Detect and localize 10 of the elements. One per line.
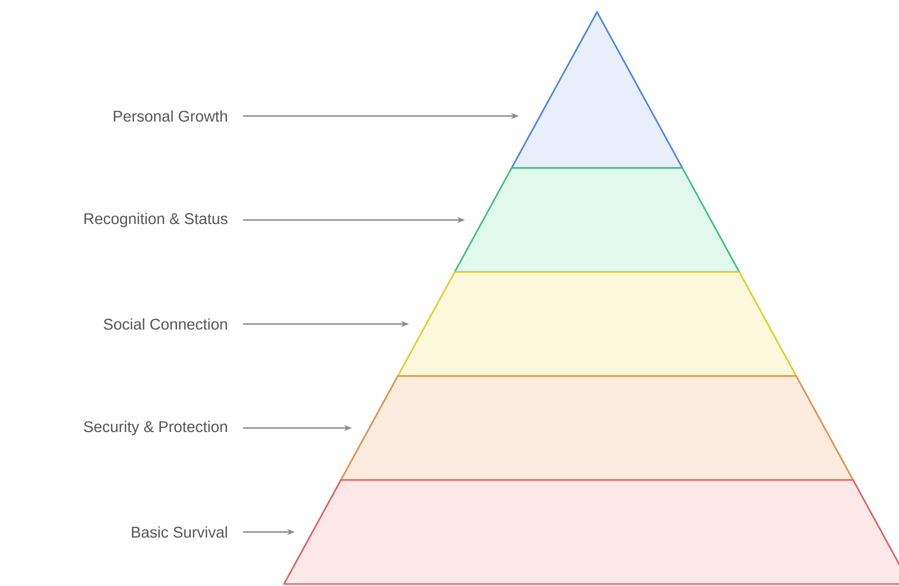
pyramid-band [397,271,797,377]
pyramid-band [283,479,899,585]
level-label: Personal Growth [114,110,227,122]
pyramid-top-triangle [510,11,684,169]
level-label: Social Connection [104,318,227,330]
pyramid-band [340,375,854,481]
pyramid-band [454,167,740,273]
level-label: Security & Protection [84,420,227,436]
level-label: Basic Survival [132,526,227,538]
level-label: Recognition & Status [84,212,228,228]
